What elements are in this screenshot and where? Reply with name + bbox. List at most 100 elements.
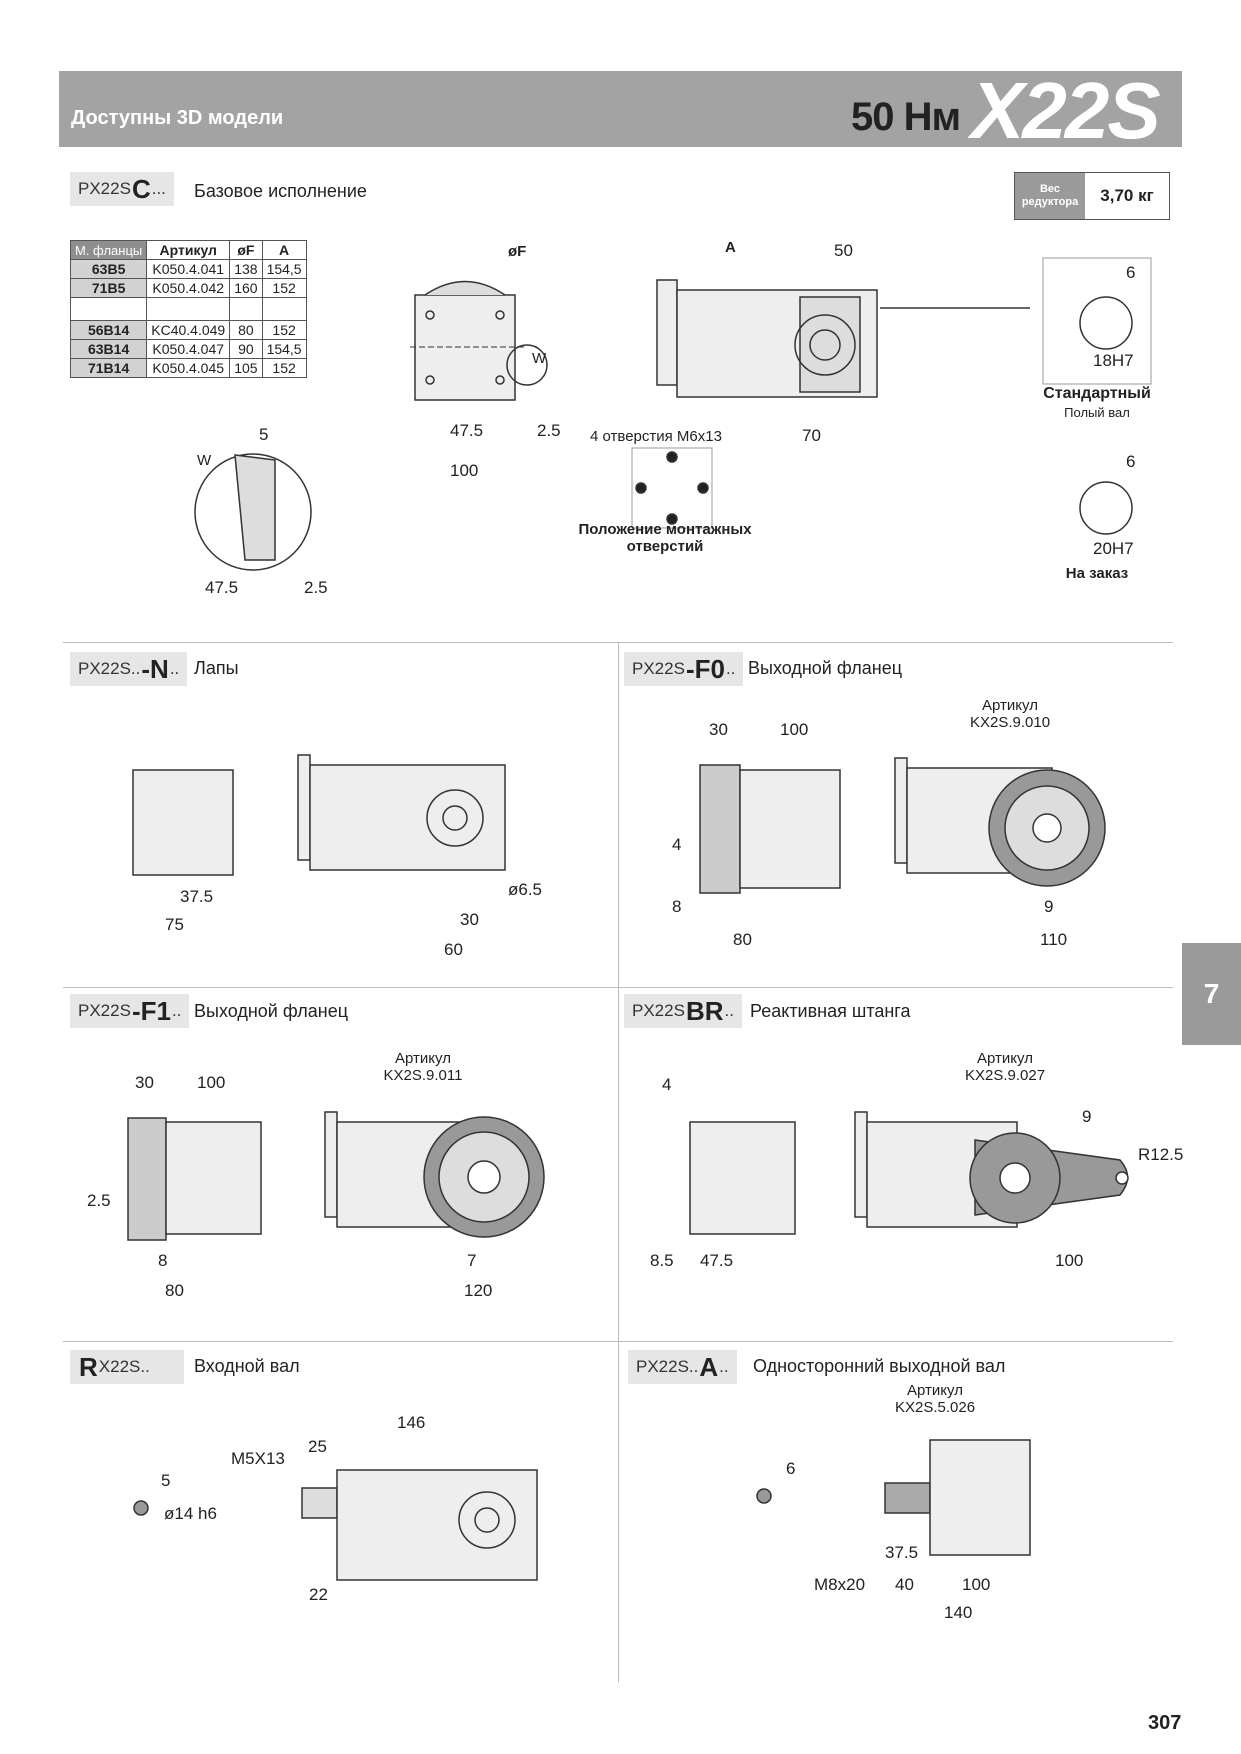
label-std: Стандартный: [1043, 385, 1151, 402]
svg-text:4: 4: [662, 1075, 671, 1094]
section-title-feet: Лапы: [194, 658, 239, 678]
svg-text:100: 100: [1055, 1251, 1083, 1270]
svg-text:37.5: 37.5: [180, 887, 213, 906]
svg-text:9: 9: [1082, 1107, 1091, 1126]
svg-text:5: 5: [161, 1471, 170, 1490]
cell: 152: [261, 320, 307, 340]
svg-text:47.5: 47.5: [700, 1251, 733, 1270]
tag-prefix: PX22S: [78, 179, 131, 198]
svg-text:8: 8: [672, 897, 681, 916]
divider: [618, 642, 619, 1682]
svg-text:100: 100: [780, 720, 808, 739]
tag-suffix: ...: [151, 179, 166, 198]
label-art-f0: Артикул KX2S.9.010: [969, 697, 1051, 731]
svg-text:8: 8: [158, 1251, 167, 1270]
cell: K050.4.042: [146, 278, 231, 298]
svg-text:100: 100: [450, 461, 478, 480]
svg-text:100: 100: [962, 1575, 990, 1594]
cell: 71B5: [69, 278, 148, 298]
svg-text:40: 40: [895, 1575, 914, 1594]
svg-text:2.5: 2.5: [537, 421, 561, 440]
svg-text:146: 146: [397, 1413, 425, 1432]
drawing-base-front: [410, 280, 548, 401]
svg-text:70: 70: [802, 426, 821, 445]
section-title-f0: Выходной фланец: [748, 658, 903, 678]
section-tag-f0: PX22S-F0..: [624, 652, 744, 686]
label-A: A: [725, 239, 736, 256]
svg-text:M8x20: M8x20: [814, 1575, 865, 1594]
page-number: 307: [1148, 1712, 1182, 1734]
svg-text:4: 4: [672, 835, 681, 854]
drawing-f0: [699, 757, 1106, 894]
svg-text:80: 80: [733, 930, 752, 949]
label-oF: øF: [508, 243, 527, 260]
svg-text:8.5: 8.5: [650, 1251, 674, 1270]
drawing-mount-holes: [631, 447, 713, 529]
cell: K050.4.047: [146, 339, 231, 359]
section-title-a: Односторонний выходной вал: [753, 1356, 1006, 1376]
weight-box: Вес редуктора 3,70 кг: [1014, 172, 1170, 220]
col-header: М. фланцы: [69, 240, 148, 260]
svg-text:30: 30: [460, 910, 479, 929]
table-row: [69, 297, 307, 321]
svg-text:25: 25: [308, 1437, 327, 1456]
cell: KC40.4.049: [146, 320, 231, 340]
label-W: W: [532, 350, 547, 367]
svg-text:5: 5: [259, 425, 268, 444]
svg-text:60: 60: [444, 940, 463, 959]
section-title-f1: Выходной фланец: [194, 1001, 349, 1021]
svg-text:22: 22: [309, 1585, 328, 1604]
label-art-f1: Артикул KX2S.9.011: [383, 1050, 463, 1084]
svg-text:ø6.5: ø6.5: [508, 880, 542, 899]
section-tag-f1: PX22S-F1..: [70, 994, 190, 1028]
cell: 152: [261, 358, 307, 378]
svg-text:80: 80: [165, 1281, 184, 1300]
drawing-r: [133, 1469, 538, 1581]
svg-text:6: 6: [1126, 263, 1135, 282]
svg-text:20H7: 20H7: [1093, 539, 1134, 558]
drawing-f1: [127, 1111, 545, 1241]
svg-text:140: 140: [944, 1603, 972, 1622]
drawing-w-detail: [194, 453, 312, 571]
svg-text:30: 30: [709, 720, 728, 739]
cell: [146, 297, 231, 321]
label-art-br: Артикул KX2S.9.027: [964, 1050, 1046, 1084]
svg-text:100: 100: [197, 1073, 225, 1092]
drawing-a: [756, 1439, 1031, 1556]
drawing-n: [132, 754, 506, 876]
svg-text:9: 9: [1044, 897, 1053, 916]
shaft-order-drawing: [1079, 481, 1133, 535]
label-W-detail: W: [197, 452, 212, 469]
label-mount-pos: Положение монтажных отверстий: [578, 521, 752, 555]
cell: K050.4.045: [146, 358, 231, 378]
section-title-br: Реактивная штанга: [750, 1001, 911, 1021]
label-art-a: Артикул KX2S.5.026: [894, 1382, 976, 1416]
svg-text:2.5: 2.5: [304, 578, 328, 597]
svg-text:7: 7: [467, 1251, 476, 1270]
header-torque: 50 Нм: [851, 95, 961, 139]
cell: [69, 297, 148, 321]
section-title-base: Базовое исполнение: [194, 181, 367, 201]
label-order: На заказ: [1065, 565, 1129, 582]
svg-text:47.5: 47.5: [450, 421, 483, 440]
weight-value: 3,70 кг: [1100, 186, 1154, 205]
section-tag-a: PX22S..A..: [628, 1350, 737, 1384]
shaft-std-drawing: [1079, 296, 1133, 350]
cell: 56B14: [69, 320, 148, 340]
svg-text:18H7: 18H7: [1093, 351, 1134, 370]
svg-text:30: 30: [135, 1073, 154, 1092]
svg-text:37.5: 37.5: [885, 1543, 918, 1562]
svg-text:50: 50: [834, 241, 853, 260]
svg-text:R12.5: R12.5: [1138, 1145, 1183, 1164]
cell: 90: [229, 339, 263, 359]
col-header: A: [261, 240, 307, 260]
svg-text:47.5: 47.5: [205, 578, 238, 597]
